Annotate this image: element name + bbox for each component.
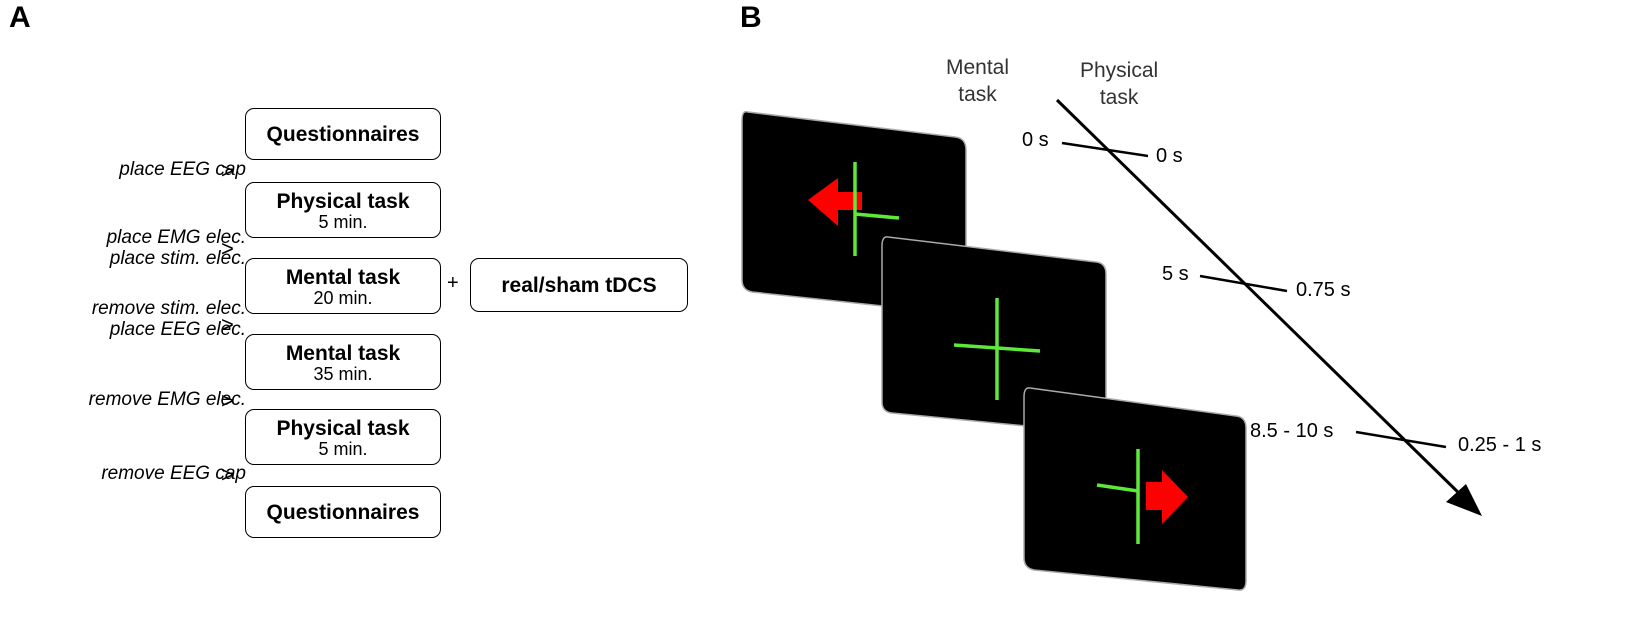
step-name: Physical task	[276, 416, 410, 440]
mental-time-0: 0 s	[1022, 129, 1049, 151]
step-questionnaires-post: Questionnaires	[245, 486, 441, 538]
header-line: task	[1099, 86, 1139, 109]
transition-remove-emg: remove EMG elec.	[89, 389, 246, 410]
tick-0	[1061, 141, 1149, 158]
panel-a-letter: A	[9, 1, 31, 34]
transition-line: remove EMG elec.	[88, 389, 246, 410]
tick-1	[1199, 274, 1288, 293]
screen-right-arrow	[1023, 387, 1247, 591]
screen-fixation-cross	[881, 236, 1107, 434]
step-name: Physical task	[276, 189, 410, 213]
physical-time-2: 0.25 - 1 s	[1458, 434, 1542, 456]
cue-horizontal-line	[854, 212, 900, 220]
stimulation-label: real/sham tDCS	[501, 273, 657, 297]
plus-sign: +	[447, 272, 459, 294]
red-right-arrow-icon	[1146, 470, 1188, 524]
physical-task-header: Physical task	[1080, 57, 1158, 111]
panel-b-letter: B	[740, 1, 762, 34]
transition-swap-electrodes: remove stim. elec. place EEG elec.	[92, 298, 246, 340]
transition-place-eeg-cap: place EEG cap	[119, 159, 246, 180]
fixation-horizontal-line	[953, 343, 1041, 353]
step-physical-task-pre: Physical task 5 min.	[245, 182, 441, 238]
step-duration: 35 min.	[313, 363, 373, 384]
step-name: Questionnaires	[266, 500, 420, 524]
step-duration: 5 min.	[318, 211, 368, 232]
transition-arrow: >	[221, 158, 234, 183]
transition-line: place stim. elec.	[109, 248, 246, 269]
header-line: Mental	[946, 56, 1010, 79]
tick-2	[1355, 430, 1447, 449]
transition-arrow: >	[221, 462, 234, 487]
physical-time-1: 0.75 s	[1296, 279, 1351, 301]
time-axis-line	[1055, 98, 1468, 502]
physical-time-0: 0 s	[1156, 145, 1183, 167]
step-questionnaires-pre: Questionnaires	[245, 108, 441, 160]
mental-time-2: 8.5 - 10 s	[1250, 420, 1334, 442]
transition-arrow: >	[221, 312, 234, 337]
step-duration: 20 min.	[313, 287, 373, 308]
step-mental-task-stim: Mental task 20 min.	[245, 258, 441, 314]
header-line: task	[958, 83, 997, 106]
transition-line: place EEG elec.	[109, 319, 246, 340]
stimulation-box: real/sham tDCS	[470, 258, 688, 312]
step-name: Mental task	[285, 341, 401, 365]
transition-remove-eeg-cap: remove EEG cap	[101, 463, 246, 484]
mental-task-header: Mental task	[946, 54, 1009, 108]
transition-arrow: >	[221, 388, 234, 413]
step-physical-task-post: Physical task 5 min.	[245, 409, 441, 465]
cue-horizontal-line	[1096, 483, 1139, 493]
mental-time-1: 5 s	[1162, 263, 1189, 285]
header-line: Physical	[1080, 59, 1159, 82]
step-mental-task-main: Mental task 35 min.	[245, 334, 441, 390]
step-duration: 5 min.	[318, 438, 368, 459]
transition-line: place EMG elec.	[106, 227, 246, 248]
transition-line: remove stim. elec.	[91, 298, 246, 319]
transition-place-electrodes: place EMG elec. place stim. elec.	[107, 227, 246, 269]
step-name: Questionnaires	[266, 122, 420, 146]
transition-line: place EEG cap	[119, 159, 246, 180]
time-axis-arrowhead-icon	[1446, 484, 1482, 516]
transition-line: remove EEG cap	[101, 463, 246, 484]
step-name: Mental task	[285, 265, 401, 289]
red-left-arrow-icon	[808, 178, 862, 226]
transition-arrow: >	[221, 236, 234, 261]
